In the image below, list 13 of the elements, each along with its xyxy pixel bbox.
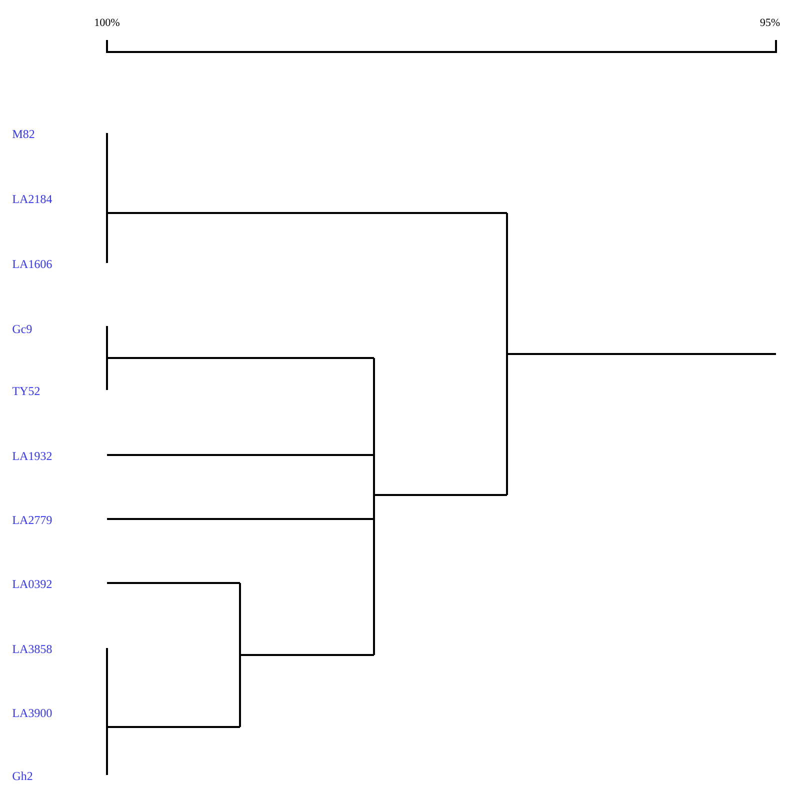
leaf-label: LA1606 <box>12 260 52 268</box>
leaf-label: TY52 <box>12 387 40 396</box>
leaf-label: Gh2 <box>12 772 32 780</box>
leaf-label: LA2779 <box>12 516 52 524</box>
leaf-label: LA0392 <box>12 580 52 588</box>
leaf-label: LA1932 <box>12 452 52 460</box>
leaf-label: Gc9 <box>12 325 32 334</box>
leaf-label: LA2184 <box>12 195 52 204</box>
scale-label: 95% <box>760 18 780 26</box>
scale-label: 100% <box>95 18 120 26</box>
leaf-label: LA3900 <box>12 709 52 718</box>
leaf-label: LA3858 <box>12 645 52 654</box>
leaf-label: M82 <box>12 130 34 138</box>
